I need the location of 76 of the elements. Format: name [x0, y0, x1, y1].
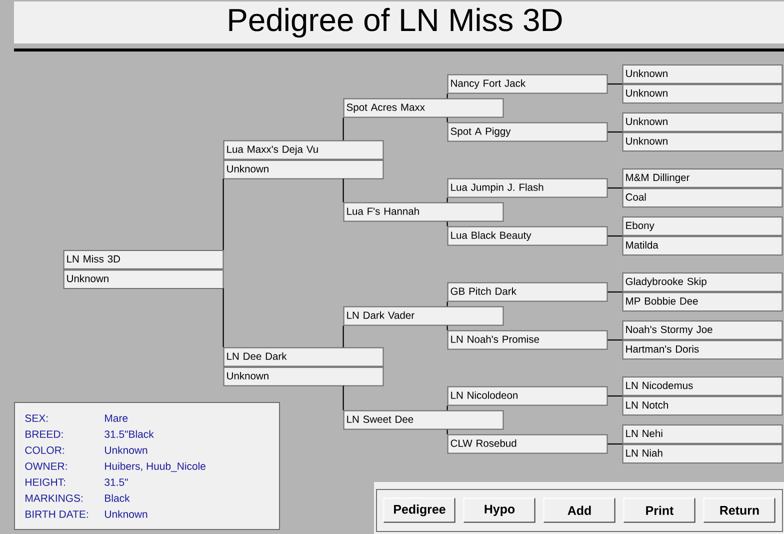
- button: Pedigree: [383, 498, 456, 523]
- name-box: LN Sweet Dee: [343, 410, 504, 430]
- name-box: Hartman's Doris: [622, 340, 783, 360]
- info-label: OWNER:: [25, 462, 67, 470]
- name-box: LN Dee Dark: [223, 347, 384, 367]
- name-box: LN Noah's Promise: [447, 330, 608, 350]
- button: Hypo: [463, 498, 536, 523]
- connector-line: [342, 326, 344, 348]
- connector-line: [608, 131, 622, 133]
- name-box: Gladybrooke Skip: [622, 272, 783, 292]
- connector-line: [608, 339, 622, 341]
- connector-line: [222, 178, 224, 250]
- connector-line: [608, 395, 622, 397]
- name-box: GB Pitch Dark: [447, 282, 608, 302]
- connector-line: [446, 222, 448, 226]
- detail-box: Unknown: [223, 160, 384, 180]
- connector-line: [342, 178, 344, 202]
- button: Add: [543, 498, 616, 523]
- info-value: Black: [105, 494, 130, 502]
- name-box: Nancy Fort Jack: [447, 74, 608, 94]
- info-label: MARKINGS:: [26, 494, 82, 502]
- name-box: Lua Jumpin J. Flash: [447, 178, 608, 198]
- info-value: Unknown: [105, 510, 148, 518]
- name-box: Spot A Piggy: [447, 122, 608, 142]
- info-label: SEX:: [25, 414, 48, 422]
- name-box: LN Dark Vader: [343, 306, 504, 326]
- connector-line: [608, 291, 622, 293]
- name-box: Lua Black Beauty: [447, 226, 608, 246]
- name-box: Spot Acres Maxx: [343, 98, 504, 118]
- connector-line: [446, 198, 448, 202]
- connector-line: [608, 235, 622, 237]
- info-label: BIRTH DATE:: [26, 510, 88, 518]
- connector-line: [446, 118, 448, 122]
- name-box: Ebony: [622, 216, 783, 236]
- connector-line: [446, 326, 448, 330]
- name-box: Lua Maxx's Deja Vu: [223, 140, 384, 160]
- info-value: Mare: [105, 414, 128, 422]
- button: Print: [623, 498, 696, 523]
- info-value: 31.5"Black: [104, 430, 154, 438]
- name-box: LN Nicolodeon: [447, 386, 608, 406]
- info-value: Unknown: [105, 446, 148, 454]
- connector-line: [608, 443, 622, 445]
- name-box: Unknown: [622, 84, 783, 104]
- name-box: Noah's Stormy Joe: [622, 320, 783, 340]
- info-label: HEIGHT:: [26, 478, 66, 486]
- connector-line: [342, 386, 344, 410]
- connector-line: [446, 406, 448, 410]
- name-box: LN Niah: [622, 444, 783, 464]
- connector-line: [222, 288, 224, 348]
- name-box: Matilda: [622, 236, 783, 256]
- detail-box: Unknown: [223, 366, 384, 386]
- name-box: LN Nehi: [622, 424, 783, 444]
- info-value: Huibers, Huub_Nicole: [105, 462, 206, 472]
- name-box: CLW Rosebud: [447, 434, 608, 454]
- title-bar: Pedigree of LN Miss 3D: [14, 2, 784, 44]
- name-box: MP Bobbie Dee: [622, 292, 783, 312]
- name-box: LN Nicodemus: [622, 376, 783, 396]
- detail-box: Unknown: [63, 270, 224, 289]
- connector-line: [446, 302, 448, 306]
- name-box: Unknown: [622, 132, 783, 152]
- name-box: Unknown: [622, 64, 783, 84]
- info-label: COLOR:: [25, 446, 64, 454]
- connector-line: [446, 94, 448, 98]
- info-label: BREED:: [26, 430, 63, 438]
- connector-line: [446, 430, 448, 434]
- connector-line: [608, 187, 622, 189]
- button: Return: [703, 498, 776, 523]
- info-value: 31.5": [104, 478, 128, 486]
- name-box: Coal: [622, 188, 783, 208]
- name-box: Unknown: [622, 112, 783, 132]
- name-box: M&M Dillinger: [622, 168, 783, 188]
- connector-line: [342, 118, 344, 140]
- name-box: LN Notch: [622, 396, 783, 416]
- name-box: Lua F's Hannah: [343, 202, 504, 222]
- connector-line: [608, 83, 622, 85]
- name-box: LN Miss 3D: [63, 250, 224, 270]
